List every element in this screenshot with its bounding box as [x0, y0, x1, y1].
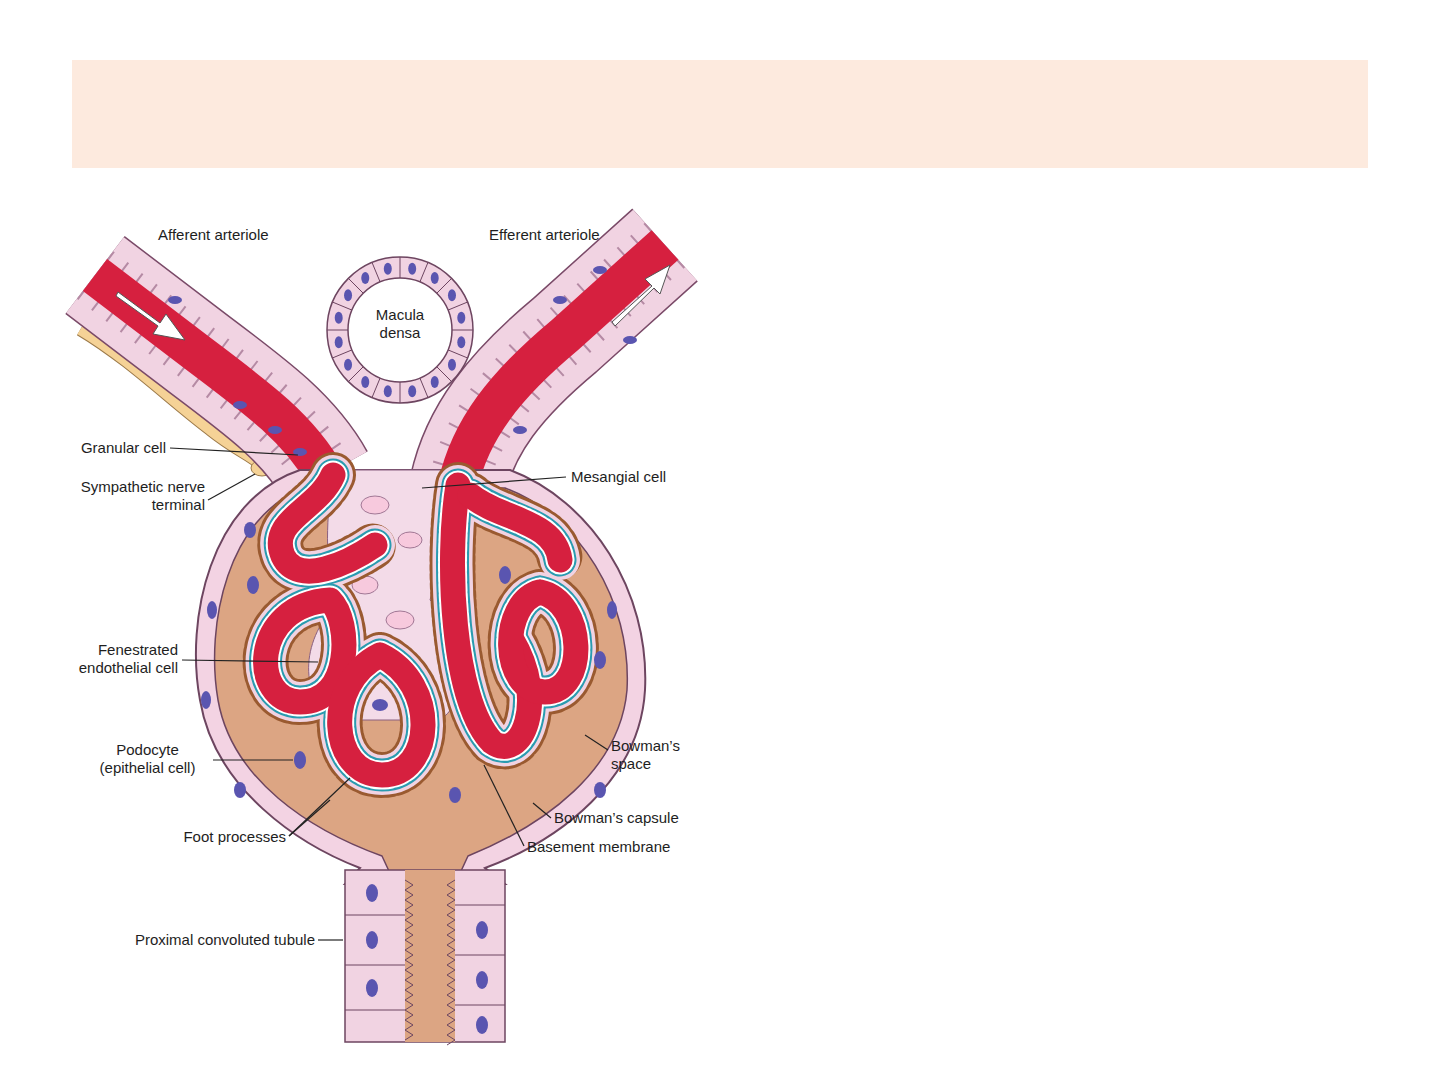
cell-border — [448, 302, 467, 310]
cell-border — [372, 263, 380, 282]
granular-cells — [168, 266, 637, 456]
nucleus — [384, 385, 392, 397]
efferent-lumen — [458, 245, 665, 485]
nucleus — [335, 336, 343, 348]
cell-border — [400, 382, 401, 403]
header-band — [72, 60, 1368, 168]
cell-border — [400, 257, 401, 278]
part-label: Basement membrane — [527, 838, 697, 856]
cell-border — [420, 263, 428, 282]
capillary-loops — [266, 475, 576, 775]
part-label: Sympathetic nerve terminal — [65, 478, 205, 514]
nucleus — [344, 359, 352, 371]
nucleus — [431, 376, 439, 388]
cell-border — [448, 350, 467, 358]
cell-border — [327, 330, 348, 331]
brush-border — [447, 880, 455, 1045]
brush-border — [405, 880, 413, 1040]
nucleus — [408, 263, 416, 275]
nucleus — [457, 312, 465, 324]
leader-lines — [170, 448, 608, 940]
nucleus — [361, 376, 369, 388]
part-label: Fenestrated endothelial cell — [63, 641, 178, 677]
tubule-lumen — [348, 278, 452, 382]
flow-arrow — [612, 265, 670, 326]
nucleus — [431, 272, 439, 284]
cell-border — [452, 330, 473, 331]
cell-border — [333, 350, 352, 358]
tubule-wall — [327, 257, 473, 403]
cell-border — [372, 378, 380, 397]
part-label: Podocyte (epithelial cell) — [85, 741, 210, 777]
tubule-wall — [345, 870, 505, 1042]
podocyte-nuclei — [247, 566, 606, 803]
nucleus — [361, 272, 369, 284]
cell-border — [333, 302, 352, 310]
tubule-cell-borders — [345, 905, 505, 1010]
part-label: Bowman’s capsule — [554, 809, 704, 827]
nucleus — [384, 263, 392, 275]
efferent-wall — [458, 245, 665, 485]
efferent-wall-outline — [458, 245, 665, 485]
part-label: Granular cell — [26, 439, 166, 457]
nucleus — [344, 289, 352, 301]
wall-cells — [458, 245, 665, 485]
nucleus — [408, 385, 416, 397]
part-label: Proximal convoluted tubule — [85, 931, 315, 949]
tubule-nuclei — [366, 884, 488, 1034]
nucleus — [448, 289, 456, 301]
nucleus — [335, 312, 343, 324]
part-label: Mesangial cell — [571, 468, 711, 486]
flow-arrow — [116, 292, 185, 340]
part-label: Efferent arteriole — [489, 226, 639, 244]
cell-border — [420, 378, 428, 397]
part-label: Bowman’s space — [611, 737, 691, 773]
tubule-circle: Macula densa — [325, 255, 475, 405]
nucleus — [457, 336, 465, 348]
node-label: Macula densa — [365, 306, 435, 342]
part-label: Foot processes — [146, 828, 286, 846]
nucleus — [448, 359, 456, 371]
part-label: Afferent arteriole — [158, 226, 308, 244]
